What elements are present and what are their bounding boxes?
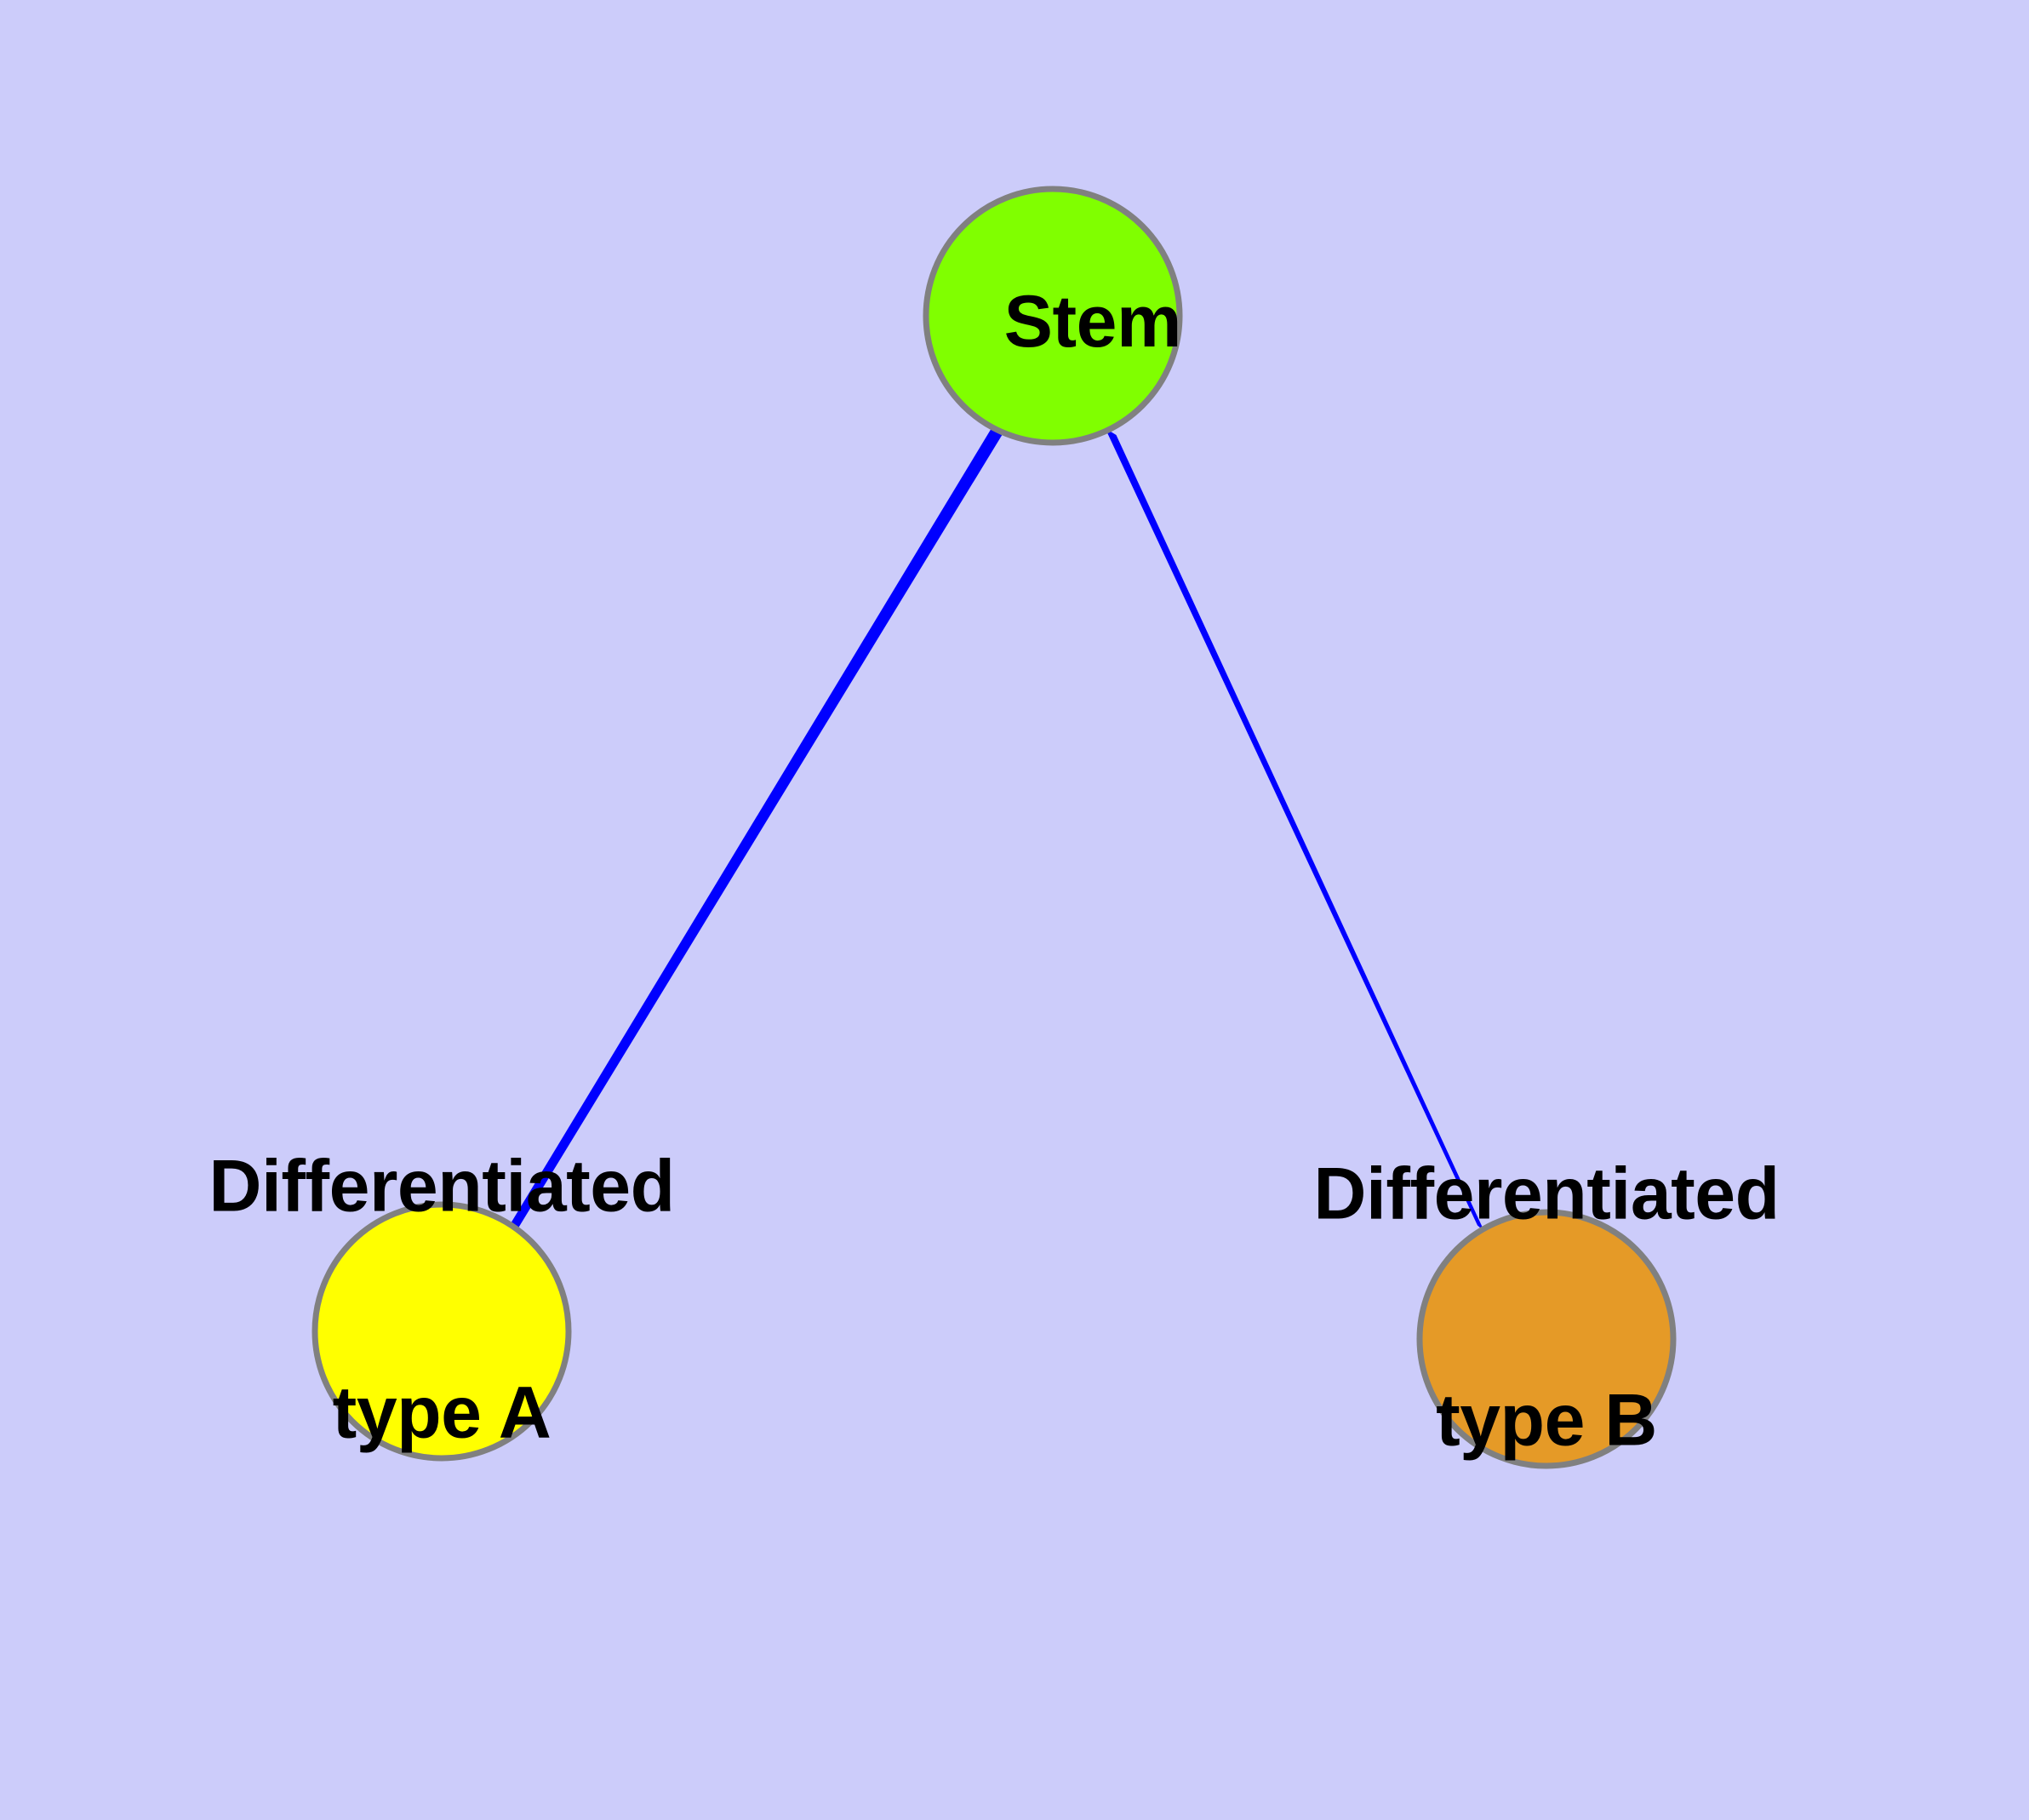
node-differentiated-type-b[interactable]: [1416, 1209, 1677, 1469]
node-differentiated-type-a[interactable]: [311, 1201, 572, 1462]
node-layer: [311, 186, 1677, 1469]
edge-stem-to-differentiated-type-a[interactable]: [512, 426, 1004, 1228]
edge-layer: [512, 426, 1484, 1232]
edge-stem-to-differentiated-type-b[interactable]: [1105, 428, 1485, 1232]
node-stem[interactable]: [923, 186, 1183, 446]
